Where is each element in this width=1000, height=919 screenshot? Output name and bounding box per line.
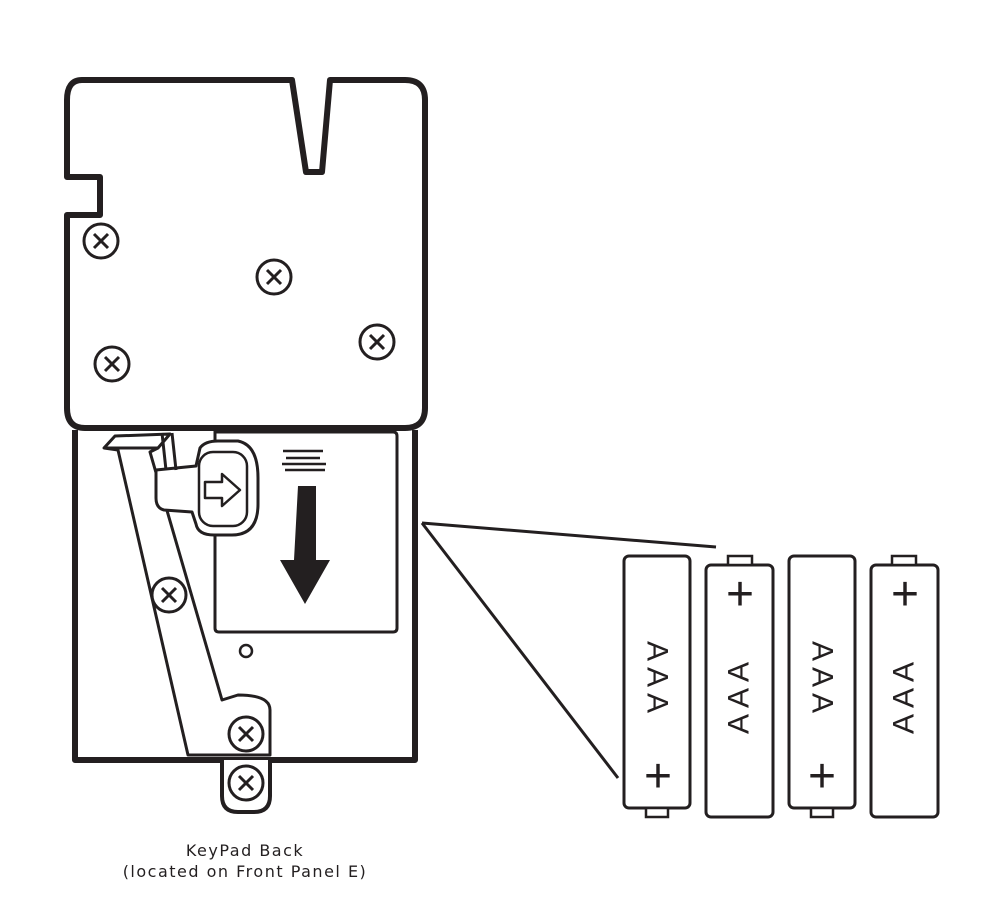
battery: AAA + [787,554,857,819]
battery-plus: + [891,568,919,621]
screw-icon [358,323,396,361]
arrow-down-icon [280,486,330,604]
battery-plus: + [808,750,836,803]
battery: AAA + [622,554,692,819]
reset-hole [238,643,254,659]
keypad-cover-plate [64,77,428,431]
battery-label: AAA [806,641,839,719]
battery-label: AAA [888,656,921,734]
battery-label: AAA [641,641,674,719]
battery: AAA + [704,554,775,819]
screw-icon [82,222,120,260]
screw-icon [227,715,265,753]
battery-plus: + [726,568,754,621]
screw-icon [255,258,293,296]
screw-icon [150,576,188,614]
battery-label: AAA [723,656,756,734]
arrow-right-icon [203,472,242,508]
screw-icon [227,764,265,802]
diagram-caption-location: (located on Front Panel E) [122,862,368,881]
diagram-caption-title: KeyPad Back [185,841,305,860]
callout-line [421,521,717,549]
screw-icon [93,345,131,383]
battery: AAA + [869,554,940,819]
callout-line [420,522,620,779]
battery-plus: + [644,750,672,803]
